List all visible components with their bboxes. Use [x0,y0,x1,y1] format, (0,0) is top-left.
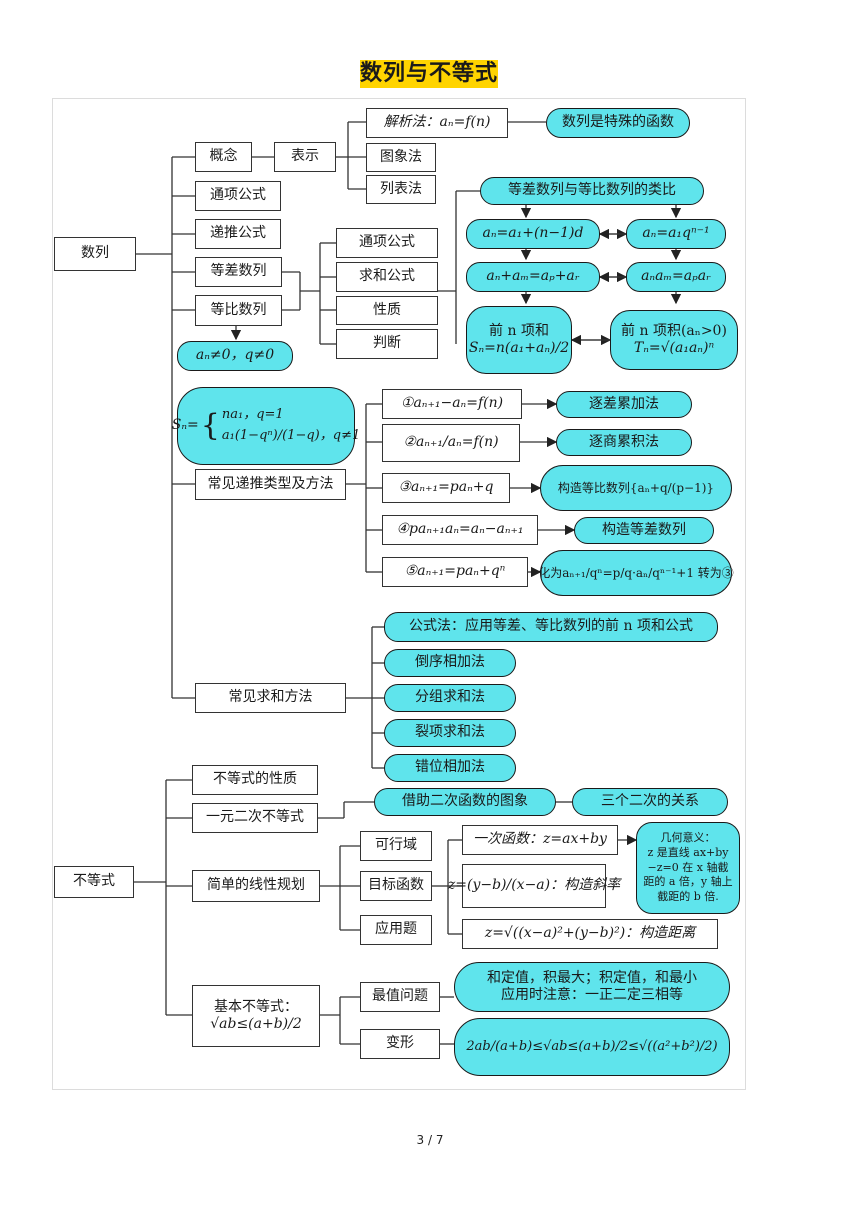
node-sum-shift: 错位相加法 [384,754,516,782]
node-geometric-meaning: 几何意义： z 是直线 ax+by −z=0 在 x 轴截 距的 a 倍，y 轴… [636,822,740,914]
node-prop-property: 性质 [336,296,438,325]
geo-meaning-line-5: 截距的 b 倍. [657,890,719,904]
node-special-function: 数列是特殊的函数 [546,108,690,138]
node-sum-formula: 公式法：应用等差、等比数列的前 n 项和公式 [384,612,718,642]
extremum-line-1: 和定值，积最大；积定值，和最小 [487,969,697,986]
geo-sum-lhs: Sₙ= [171,417,199,434]
node-rec-3: ③aₙ₊₁=paₙ+q [382,473,510,503]
node-linear-function: 一次函数：z=ax+by [462,825,618,855]
node-rec-5: ⑤aₙ₊₁=paₙ+qⁿ [382,557,528,587]
geo-product-title: 前 n 项积(aₙ>0) [621,322,727,339]
node-rec-4: ④paₙ₊₁aₙ=aₙ−aₙ₊₁ [382,515,538,545]
node-transform-text: 2ab/(a+b)≤√ab≤(a+b)/2≤√((a²+b²)/2) [454,1018,730,1076]
node-recurrence-formula: 递推公式 [195,219,281,249]
brace-icon: { [200,408,220,443]
page-number: 3 / 7 [416,1133,444,1147]
node-rec-method-5: 化为aₙ₊₁/qⁿ=p/q·aₙ/qⁿ⁻¹+1 转为③ [538,550,734,596]
extremum-line-2: 应用时注意：一正二定三相等 [501,987,683,1003]
geo-sum-case-1: na₁，q=1 [221,407,284,423]
node-geo-sum: Sₙ= { na₁，q=1 a₁(1−qⁿ)/(1−q)，q≠1 [172,387,360,465]
node-prop-judge: 判断 [336,329,438,359]
node-slope: z=(y−b)/(x−a)：构造斜率 [448,864,620,908]
node-geo-condition: aₙ≠0，q≠0 [177,341,293,371]
geo-meaning-line-1: 几何意义： [660,830,716,844]
node-extremum: 最值问题 [360,982,440,1012]
node-sum-group: 分组求和法 [384,684,516,712]
node-analogy: 等差数列与等比数列的类比 [480,177,704,205]
node-concept: 概念 [195,142,252,172]
basic-inequality-label: 基本不等式： [214,998,298,1015]
node-analytic: 解析法：aₙ=f(n) [366,108,508,138]
node-sum-split: 裂项求和法 [384,719,516,747]
geo-product-formula: Tₙ=√(a₁aₙ)ⁿ [633,340,715,356]
node-transform: 变形 [360,1029,440,1059]
node-geo-property: aₙaₘ=aₚaᵣ [626,262,726,292]
node-arith-sum: 前 n 项和 Sₙ=n(a₁+aₙ)/2 [466,306,572,374]
node-rec-method-3: 构造等比数列{aₙ+q/(p−1)} [540,465,732,511]
node-table: 列表法 [366,175,436,204]
basic-inequality-formula: √ab≤(a+b)/2 [210,1016,302,1032]
node-rec-method-1: 逐差累加法 [556,391,692,418]
node-feasible-region: 可行域 [360,831,432,861]
geo-meaning-line-4: 距的 a 倍，y 轴上 [643,875,733,889]
node-ineq-quadratic: 一元二次不等式 [192,803,318,833]
page-title: 数列与不等式 [360,60,499,88]
node-ineq-properties: 不等式的性质 [192,765,318,795]
geo-sum-case-2: a₁(1−qⁿ)/(1−q)，q≠1 [221,428,361,443]
node-general-formula: 通项公式 [195,181,281,211]
node-prop-general: 通项公式 [336,228,438,258]
node-distance: z=√((x−a)²+(y−b)²)：构造距离 [462,919,718,949]
geo-meaning-line-2: z 是直线 ax+by [647,845,729,859]
arith-sum-formula: Sₙ=n(a₁+aₙ)/2 [468,340,570,356]
node-rec-2: ②aₙ₊₁/aₙ=f(n) [382,424,520,462]
node-geometric-sequence: 等比数列 [195,295,282,326]
node-sum-reverse: 倒序相加法 [384,649,516,677]
node-rec-1: ①aₙ₊₁−aₙ=f(n) [382,389,522,419]
node-represent: 表示 [274,142,336,172]
node-quad-graph: 借助二次函数的图象 [374,788,556,816]
node-rec-method-4: 构造等差数列 [574,517,714,544]
node-arithmetic-sequence: 等差数列 [195,257,282,287]
node-extremum-text: 和定值，积最大；积定值，和最小 应用时注意：一正二定三相等 [454,962,730,1012]
node-linear-programming: 简单的线性规划 [192,870,320,902]
node-inequality-root: 不等式 [54,866,134,898]
node-three-quadratics: 三个二次的关系 [572,788,728,816]
node-basic-inequality: 基本不等式： √ab≤(a+b)/2 [192,985,320,1047]
node-graph: 图象法 [366,143,436,172]
geo-meaning-line-3: −z=0 在 x 轴截 [647,860,729,874]
node-prop-sum: 求和公式 [336,262,438,292]
node-rec-method-2: 逐商累积法 [556,429,692,456]
node-objective: 目标函数 [360,871,432,901]
node-arith-property: aₙ+aₘ=aₚ+aᵣ [466,262,600,292]
node-geo-product: 前 n 项积(aₙ>0) Tₙ=√(a₁aₙ)ⁿ [610,310,738,370]
node-sum-methods: 常见求和方法 [195,683,346,713]
node-sequence-root: 数列 [54,237,136,271]
node-recurrence-types: 常见递推类型及方法 [195,469,346,500]
node-application: 应用题 [360,915,432,945]
node-arith-general: aₙ=a₁+(n−1)d [466,219,600,249]
node-geo-general: aₙ=a₁qⁿ⁻¹ [626,219,726,249]
arith-sum-title: 前 n 项和 [489,322,549,339]
